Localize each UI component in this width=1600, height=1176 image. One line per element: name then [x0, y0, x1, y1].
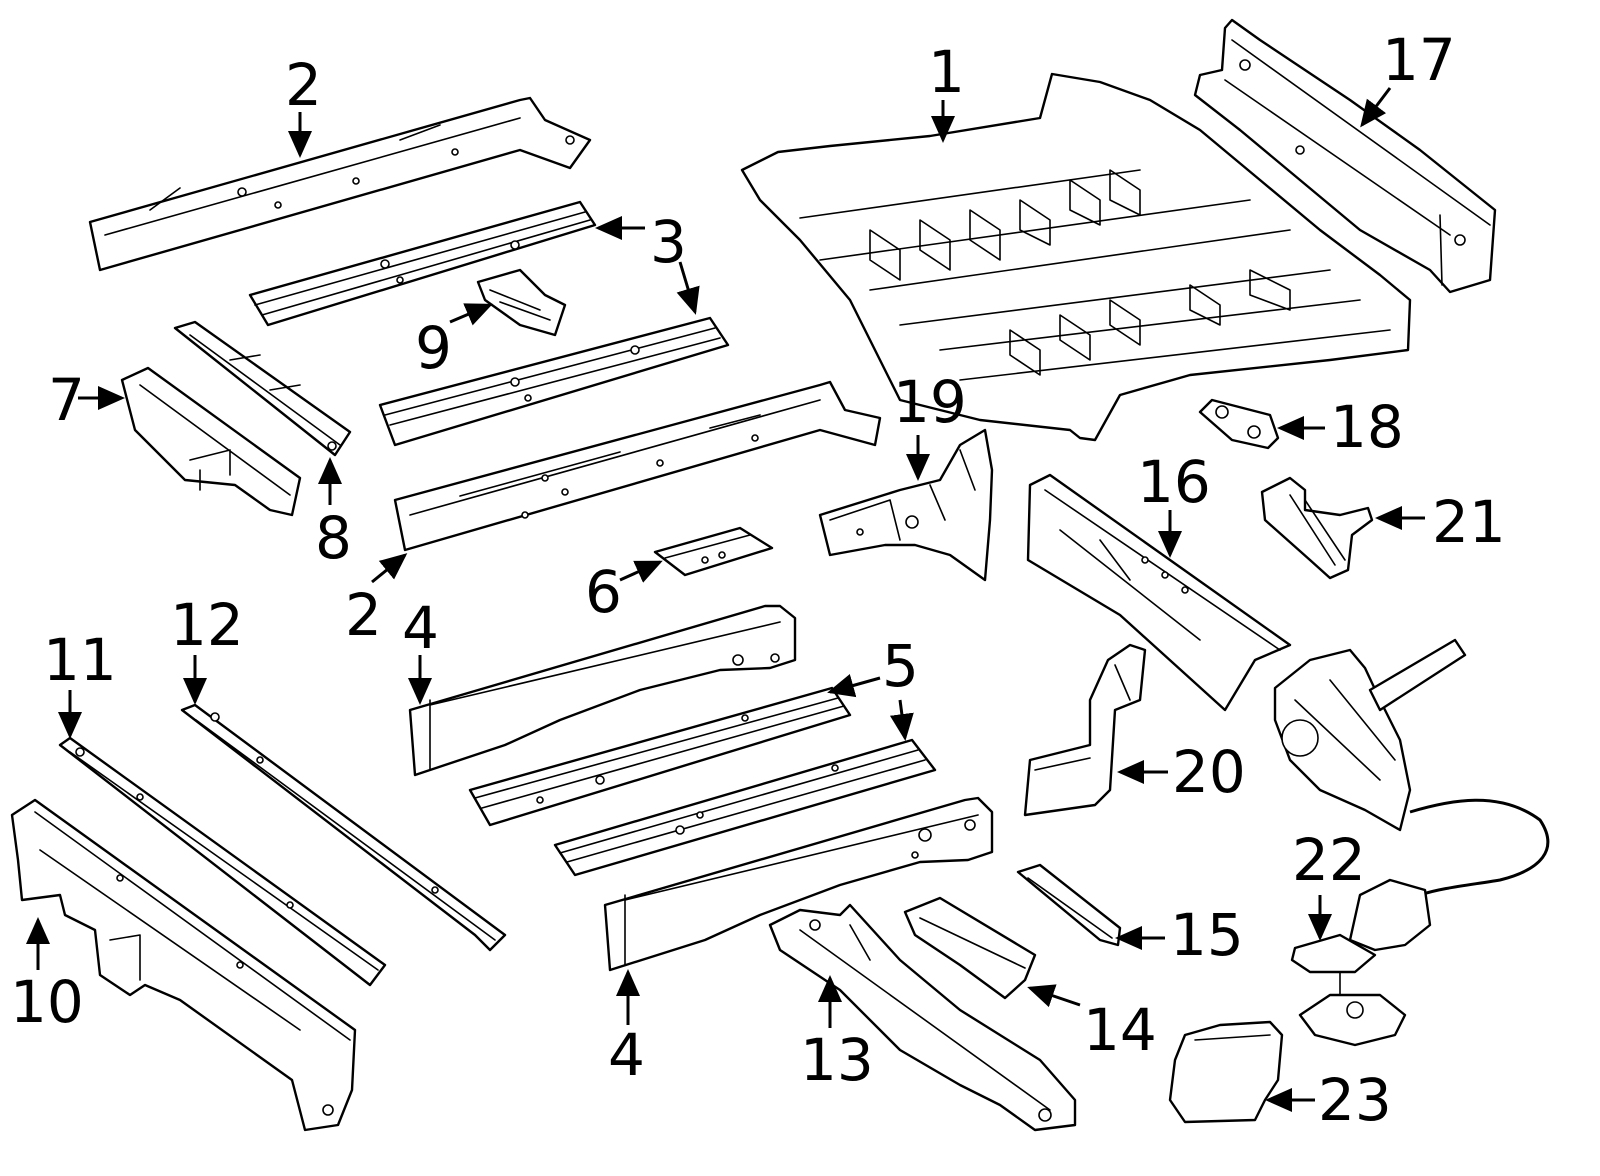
- part-7-bracket-assembly[interactable]: [120, 366, 302, 517]
- part-5-upper-member[interactable]: [468, 686, 852, 827]
- callout-14: 14: [1083, 996, 1157, 1064]
- callout-2-top: 2: [285, 51, 322, 119]
- callout-2-lower: 2: [345, 581, 382, 649]
- part-20-bracket[interactable]: [1023, 643, 1147, 817]
- callout-labels: 1 2 3 9 7 8 2 19 6 16 18 21 17 4 5 12 11…: [10, 26, 1506, 1134]
- part-18-plate[interactable]: [1198, 398, 1280, 450]
- callout-19: 19: [893, 368, 967, 436]
- part-23-cover[interactable]: [1168, 1020, 1284, 1124]
- callout-22: 22: [1292, 826, 1366, 894]
- callout-16: 16: [1137, 448, 1211, 516]
- spare-tire-carrier[interactable]: [1273, 638, 1550, 897]
- part-16-rail[interactable]: [1026, 473, 1292, 712]
- callout-20: 20: [1172, 738, 1246, 806]
- part-22-winch-assembly[interactable]: [1290, 878, 1432, 1047]
- callout-10: 10: [10, 968, 84, 1036]
- callout-12: 12: [170, 591, 244, 659]
- part-9-bracket[interactable]: [476, 268, 567, 337]
- part-21-bracket[interactable]: [1260, 476, 1374, 580]
- part-6-plate[interactable]: [653, 526, 774, 577]
- callout-18: 18: [1330, 393, 1404, 461]
- leader-lines: [26, 87, 1425, 1112]
- part-3-lower-crossmember[interactable]: [378, 316, 730, 447]
- part-8-reinforcement[interactable]: [173, 320, 352, 457]
- part-5-lower-member[interactable]: [553, 738, 937, 877]
- callout-15: 15: [1170, 901, 1244, 969]
- part-2-lower-rail[interactable]: [393, 380, 882, 552]
- part-19-bracket[interactable]: [818, 428, 994, 582]
- callout-1: 1: [928, 38, 965, 106]
- part-11-crossmember[interactable]: [58, 736, 387, 987]
- part-12-crossmember[interactable]: [180, 703, 507, 952]
- callout-8: 8: [315, 504, 352, 572]
- callout-21: 21: [1432, 488, 1506, 556]
- callout-3-upper: 3: [650, 208, 687, 276]
- part-13-bracket[interactable]: [768, 903, 1077, 1132]
- part-4-upper-member[interactable]: [408, 604, 797, 777]
- callout-13: 13: [800, 1026, 874, 1094]
- part-1-floor-pan[interactable]: [740, 72, 1412, 442]
- part-10-rear-crossmember[interactable]: [10, 798, 357, 1132]
- callout-23: 23: [1318, 1066, 1392, 1134]
- callout-5: 5: [882, 632, 919, 700]
- part-15-bracket[interactable]: [1016, 863, 1122, 947]
- callout-11: 11: [43, 626, 117, 694]
- part-4-lower-member[interactable]: [603, 796, 994, 972]
- callout-7: 7: [48, 366, 85, 434]
- callout-4-lower: 4: [608, 1021, 645, 1089]
- callout-9: 9: [415, 314, 452, 382]
- part-17-rear-rail[interactable]: [1193, 18, 1497, 294]
- callout-4-upper: 4: [402, 594, 439, 662]
- callout-17: 17: [1382, 26, 1456, 94]
- part-2-upper-rail[interactable]: [88, 96, 592, 272]
- callout-6: 6: [585, 558, 622, 626]
- part-14-bracket[interactable]: [903, 896, 1037, 1000]
